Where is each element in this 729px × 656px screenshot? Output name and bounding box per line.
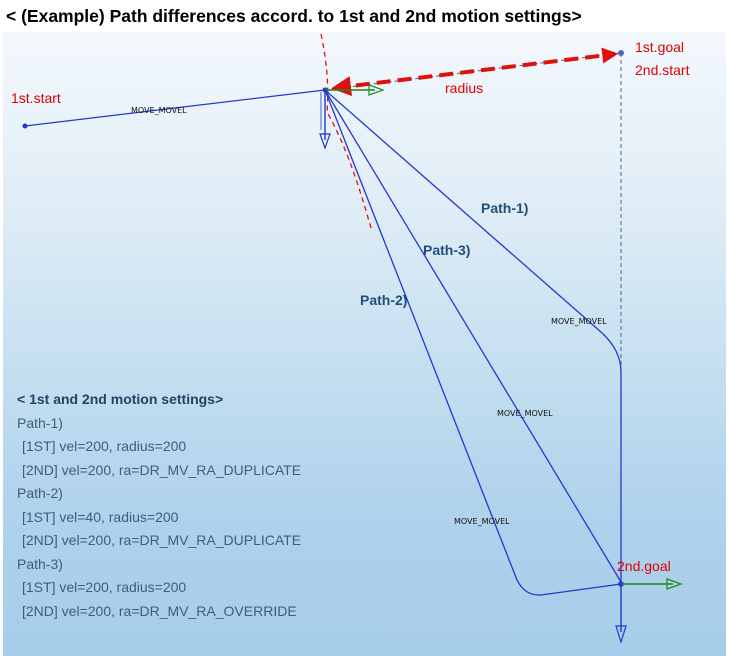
path-2-line — [324, 89, 622, 596]
settings-path-2-first: [1ST] vel=40, radius=200 — [22, 508, 179, 525]
settings-path-1-second: [2ND] vel=200, ra=DR_MV_RA_DUPLICATE — [22, 461, 302, 478]
settings-path-2-second: [2ND] vel=200, ra=DR_MV_RA_DUPLICATE — [22, 532, 302, 548]
settings-path-3-second: [2ND] vel=200, ra=DR_MV_RA_OVERRIDE — [22, 602, 297, 619]
first-start-label: 1st.start — [11, 90, 61, 106]
diagram-canvas: 1st.start 1st.goal 2nd.start 2nd.goal ra… — [3, 32, 726, 656]
first-goal-label: 1st.goal — [635, 39, 684, 55]
path-2-label: Path-2) — [360, 292, 407, 308]
movel-tag-path-1: MOVE_MOVEL — [551, 317, 607, 326]
second-goal-frame — [615, 578, 683, 645]
settings-path-3-name: Path-3) — [17, 555, 63, 572]
settings-path-2-name: Path-2) — [17, 485, 63, 501]
path-1-line — [324, 89, 622, 582]
page-title: < (Example) Path differences accord. to … — [0, 0, 729, 32]
radius-arrow — [331, 47, 619, 96]
first-motion-segment — [24, 89, 326, 127]
radius-arc — [320, 33, 372, 229]
first-start-point — [22, 123, 28, 129]
radius-label: radius — [445, 80, 483, 96]
path-3-line — [324, 89, 622, 583]
second-goal-label: 2nd.goal — [617, 558, 671, 574]
second-start-label: 2nd.start — [635, 62, 690, 78]
settings-heading: < 1st and 2nd motion settings> — [17, 391, 224, 407]
blend-point-frame — [319, 84, 385, 150]
path-3-label: Path-3) — [423, 242, 470, 258]
settings-path-3-first: [1ST] vel=200, radius=200 — [22, 579, 187, 595]
movel-tag-path-3: MOVE_MOVEL — [497, 409, 553, 418]
settings-path-1-name: Path-1) — [17, 414, 63, 431]
movel-tag-path-2: MOVE_MOVEL — [454, 517, 510, 526]
first-goal-point — [618, 50, 624, 56]
settings-path-1-first: [1ST] vel=200, radius=200 — [22, 438, 187, 454]
path-1-label: Path-1) — [481, 200, 528, 216]
movel-tag-first: MOVE_MOVEL — [131, 106, 187, 115]
motion-settings-panel: < 1st and 2nd motion settings> Path-1) [… — [17, 388, 301, 623]
path-diagram: 1st.start 1st.goal 2nd.start 2nd.goal ra… — [11, 33, 690, 645]
